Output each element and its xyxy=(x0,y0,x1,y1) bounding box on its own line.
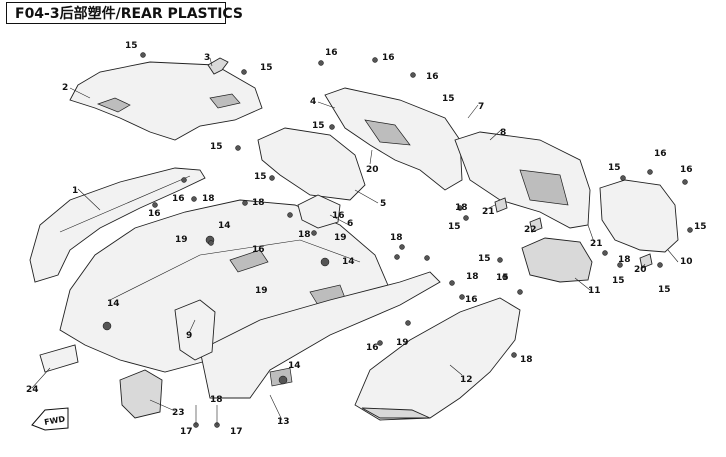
part-21-clip xyxy=(494,197,508,213)
svg-text:15: 15 xyxy=(312,121,325,131)
callout-10: 10 xyxy=(680,257,693,267)
callout-22: 22 xyxy=(524,225,537,235)
svg-text:18: 18 xyxy=(252,198,265,208)
svg-text:18: 18 xyxy=(390,233,403,243)
svg-text:15: 15 xyxy=(478,254,491,264)
svg-text:15: 15 xyxy=(496,273,509,283)
svg-text:16: 16 xyxy=(654,149,667,159)
svg-text:14: 14 xyxy=(218,221,231,231)
part-2-rear-top-cover xyxy=(69,61,263,141)
callout-6: 6 xyxy=(347,219,353,229)
svg-text:15: 15 xyxy=(254,172,267,182)
svg-text:19: 19 xyxy=(334,233,347,243)
svg-text:14: 14 xyxy=(342,257,355,267)
part-9-inner-guard xyxy=(174,299,216,361)
svg-text:21: 21 xyxy=(590,239,603,249)
part-1-left-rear-fender xyxy=(29,167,206,283)
svg-text:15: 15 xyxy=(612,276,625,286)
callout-16: 16 xyxy=(325,48,338,58)
svg-text:15: 15 xyxy=(694,222,707,232)
part-11-lower-bracket xyxy=(521,237,593,283)
part-14-grommet-c xyxy=(320,257,330,267)
part-22-clip xyxy=(529,217,543,233)
callout-5: 5 xyxy=(380,199,386,209)
callout-11: 11 xyxy=(588,286,601,296)
part-23-flap xyxy=(119,369,163,419)
callout-17: 17 xyxy=(180,427,193,437)
part-10-rear-bracket-cover xyxy=(599,179,679,253)
part-3-bracket xyxy=(207,57,229,75)
part-8-right-side-cover xyxy=(454,131,591,229)
part-14-grommet-b xyxy=(278,375,288,385)
fwd-direction-marker: FWD xyxy=(31,407,69,431)
leader-lines xyxy=(31,57,679,425)
callout-20: 20 xyxy=(366,165,379,175)
svg-text:20: 20 xyxy=(634,265,647,275)
part-12-right-rear-fender xyxy=(354,297,521,421)
svg-text:16: 16 xyxy=(366,343,379,353)
callout-3: 3 xyxy=(204,53,210,63)
callout-7: 7 xyxy=(478,102,484,112)
svg-text:15: 15 xyxy=(448,222,461,232)
callout-12: 12 xyxy=(460,375,473,385)
callout-labels: 1 2 3 4 5 6 7 8 9 10 11 12 13 14 15 16 1… xyxy=(26,41,693,437)
svg-text:16: 16 xyxy=(465,295,478,305)
svg-text:16: 16 xyxy=(252,245,265,255)
fasteners xyxy=(140,52,693,428)
svg-text:15: 15 xyxy=(260,63,273,73)
diagram-title: F04-3后部塑件/REAR PLASTICS xyxy=(6,2,243,24)
callout-24: 24 xyxy=(26,385,39,395)
svg-text:16: 16 xyxy=(426,72,439,82)
svg-text:17: 17 xyxy=(230,427,243,437)
svg-text:18: 18 xyxy=(298,230,311,240)
part-5-storage-housing xyxy=(257,127,366,201)
callout-1: 1 xyxy=(72,186,78,196)
svg-text:14: 14 xyxy=(288,361,301,371)
svg-text:19: 19 xyxy=(396,338,409,348)
svg-text:16: 16 xyxy=(382,53,395,63)
svg-text:18: 18 xyxy=(455,203,468,213)
svg-text:18: 18 xyxy=(520,355,533,365)
callout-8: 8 xyxy=(500,128,506,138)
callout-2: 2 xyxy=(62,83,68,93)
part-24-flap xyxy=(39,344,79,373)
svg-text:16: 16 xyxy=(680,165,693,175)
part-13-right-lower-panel xyxy=(199,271,441,399)
svg-text:18: 18 xyxy=(466,272,479,282)
part-6-plate xyxy=(297,194,341,229)
svg-text:15: 15 xyxy=(442,94,455,104)
callout-19: 19 xyxy=(175,235,188,245)
callout-4: 4 xyxy=(310,97,316,107)
svg-text:15: 15 xyxy=(658,285,671,295)
svg-text:16: 16 xyxy=(148,209,161,219)
fwd-label: FWD xyxy=(44,414,67,427)
svg-text:18: 18 xyxy=(618,255,631,265)
callout-18: 18 xyxy=(202,194,215,204)
callout-13: 13 xyxy=(277,417,290,427)
callout-23: 23 xyxy=(172,408,185,418)
callout-9: 9 xyxy=(186,331,192,341)
svg-text:18: 18 xyxy=(210,395,223,405)
svg-text:19: 19 xyxy=(255,286,268,296)
repeated-callout-labels: 15 15 15 15 15 15 15 15 15 15 15 15 16 1… xyxy=(148,53,707,437)
callout-21: 21 xyxy=(482,207,495,217)
svg-text:16: 16 xyxy=(172,194,185,204)
svg-text:16: 16 xyxy=(332,211,345,221)
callout-15: 15 xyxy=(125,41,138,51)
part-14-grommet-a xyxy=(102,321,112,331)
part-20-clip xyxy=(639,253,653,269)
svg-text:15: 15 xyxy=(608,163,621,173)
svg-text:15: 15 xyxy=(210,142,223,152)
callout-14: 14 xyxy=(107,299,120,309)
